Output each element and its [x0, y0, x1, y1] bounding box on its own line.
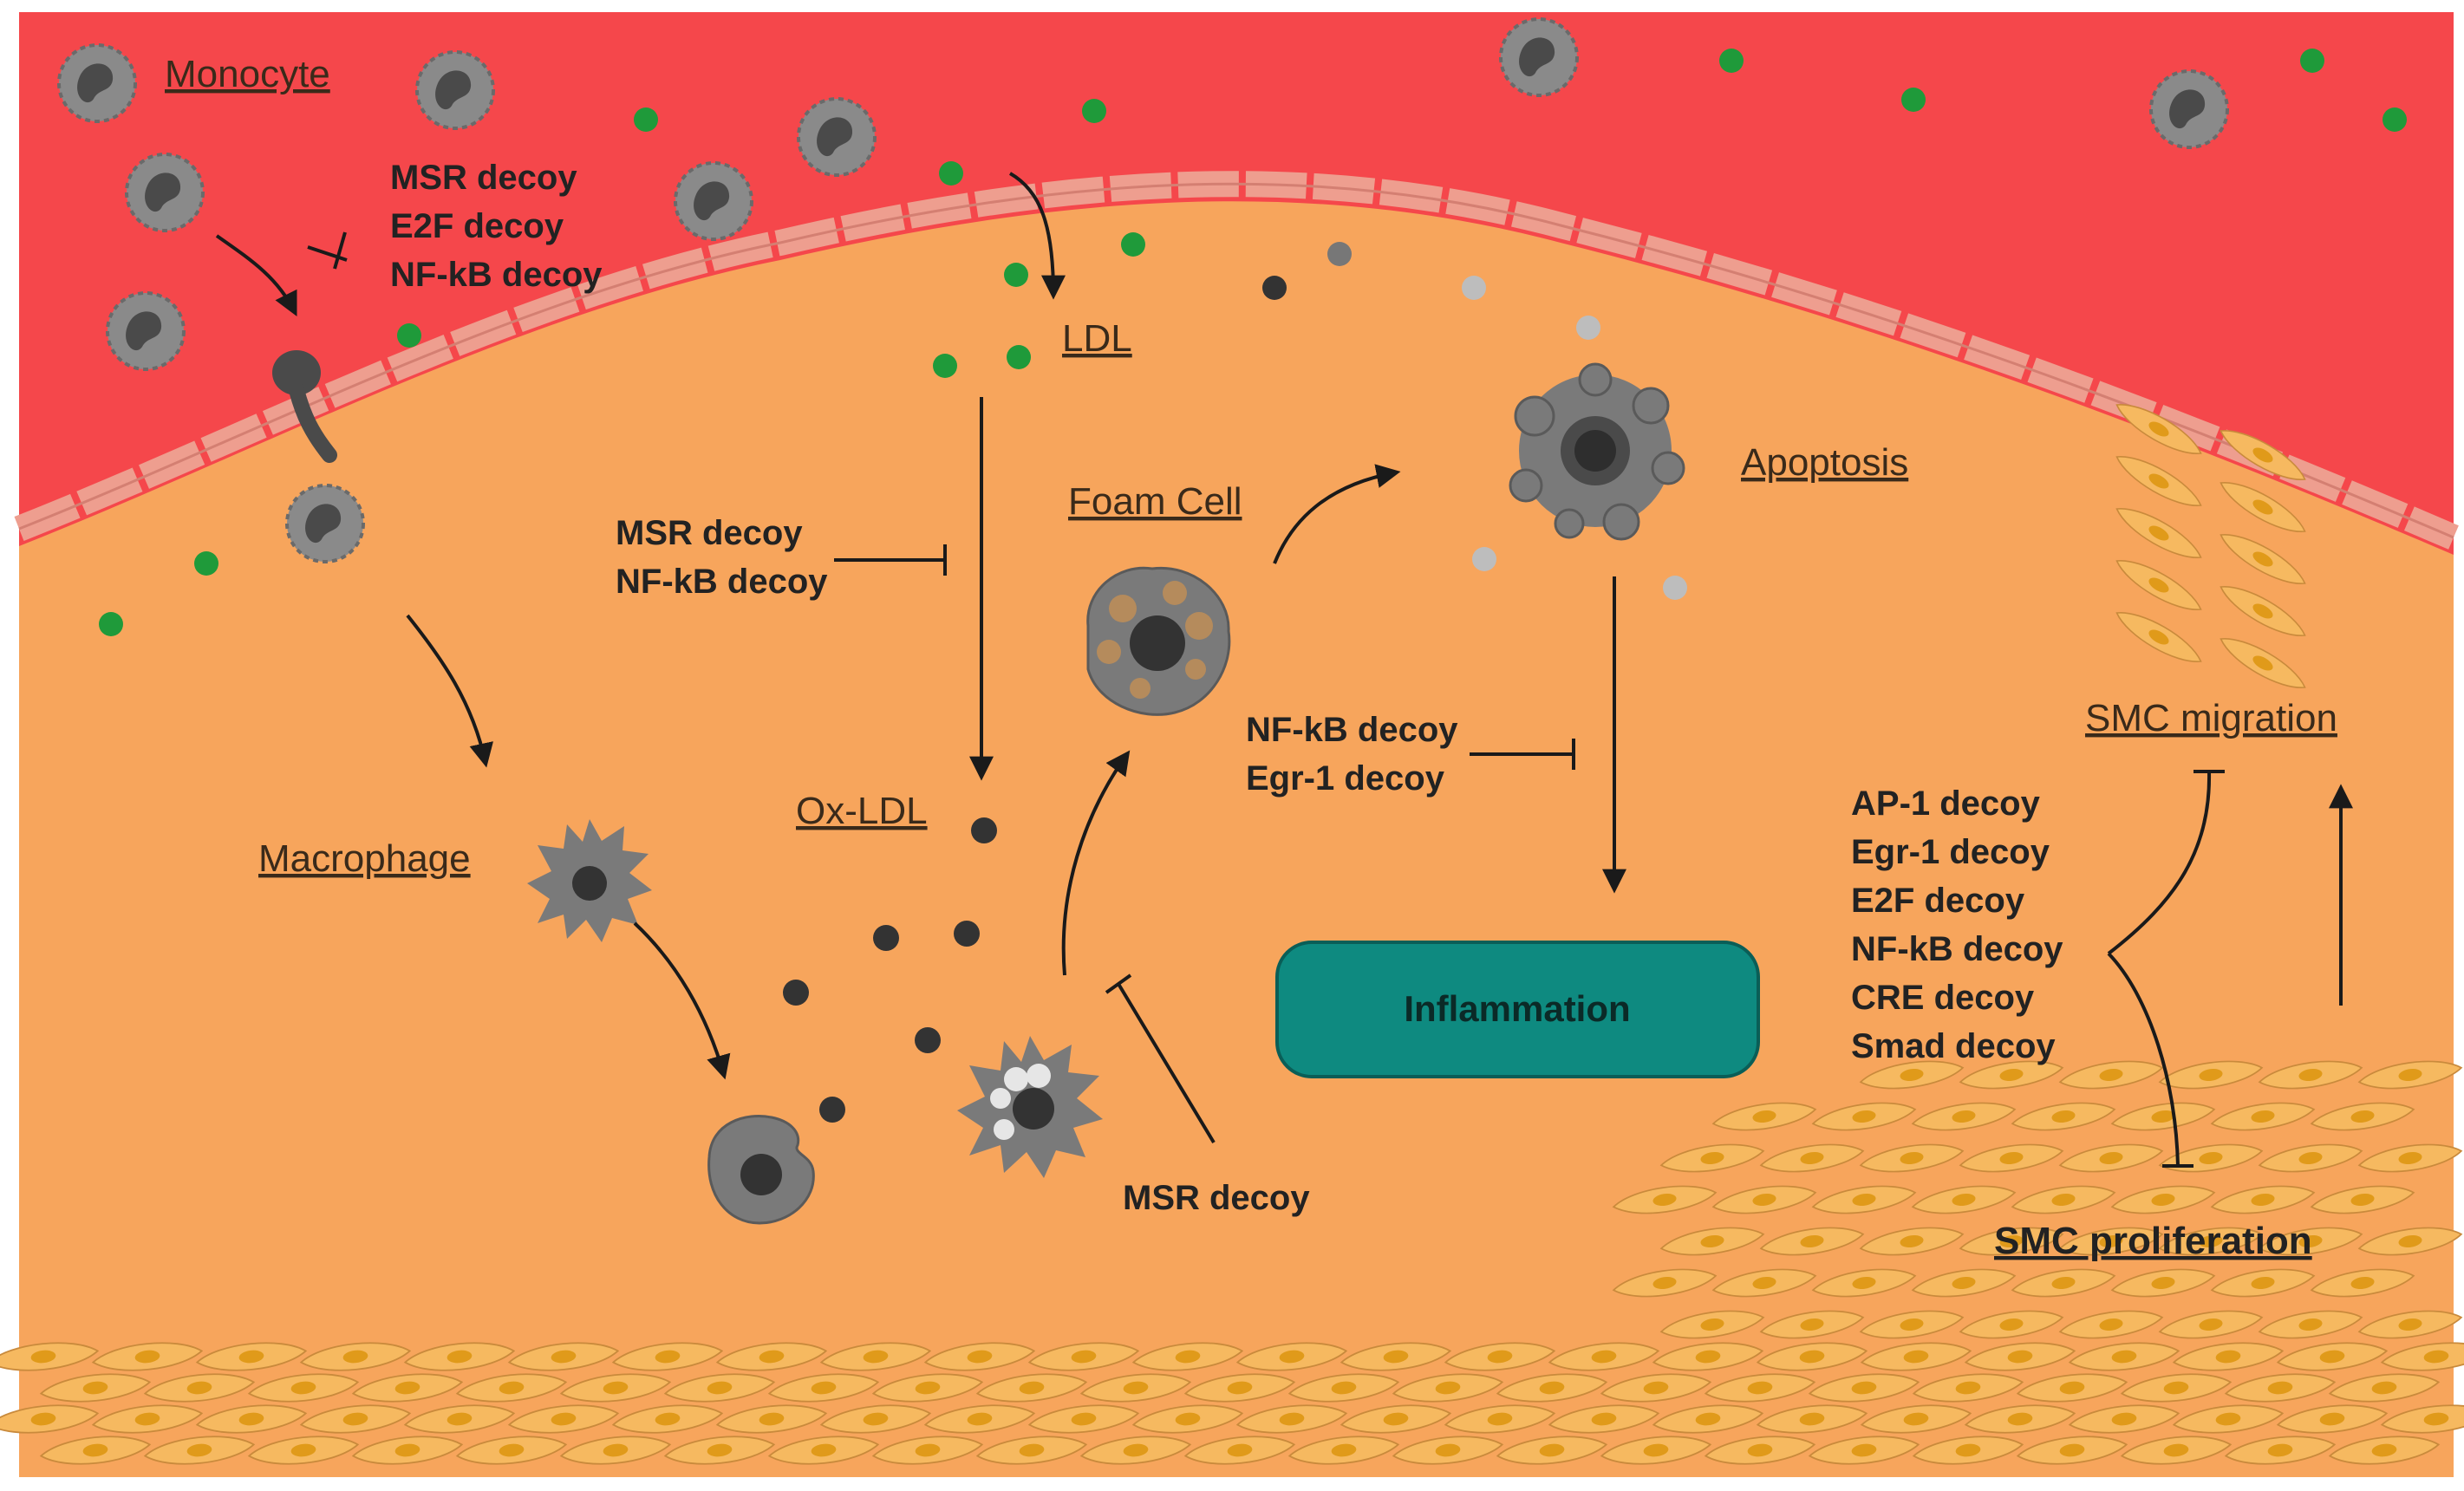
inhibition-lines — [307, 231, 2225, 1168]
monocyte-label: Monocyte — [165, 53, 330, 95]
ox-ldl-label: Ox-LDL — [796, 790, 928, 832]
transmigrating-monocyte-icon — [272, 350, 337, 463]
decoy-label: Egr-1 decoy — [1246, 759, 1445, 798]
ldl-label: LDL — [1062, 317, 1132, 360]
inflammation-box — [1275, 941, 1760, 1078]
decoy-label: NF-kB decoy — [1851, 930, 2063, 968]
macrophage-label: Macrophage — [258, 837, 471, 880]
apoptosis-label: Apoptosis — [1741, 441, 1908, 484]
apoptotic-cell-icon — [1509, 362, 1685, 541]
smc-migration-label: SMC migration — [2085, 697, 2337, 739]
decoy-label: Egr-1 decoy — [1851, 833, 2050, 871]
smc-proliferation-label: SMC proliferation — [1994, 1220, 2312, 1262]
decoy-label: AP-1 decoy — [1851, 785, 2041, 823]
inflammation-decoy-group: NF-kB decoy Egr-1 decoy — [1246, 711, 1458, 798]
foam-decoy-label: MSR decoy — [1123, 1179, 1310, 1217]
decoy-label: MSR decoy — [390, 159, 577, 197]
decoy-label: E2F decoy — [1851, 882, 2025, 920]
decoy-label: MSR decoy — [616, 514, 803, 552]
decoy-label: E2F decoy — [390, 207, 564, 245]
decoy-label: CRE decoy — [1851, 979, 2035, 1017]
decoy-label: NF-kB decoy — [616, 563, 828, 601]
macrophage-icon — [527, 819, 652, 942]
inflammation-label: Inflammation — [1404, 988, 1630, 1029]
ldl-particle-icon — [99, 49, 2407, 636]
decoy-label: Smad decoy — [1851, 1027, 2056, 1065]
foam-cell-label: Foam Cell — [1068, 480, 1242, 523]
ox-ldl-particle-icon — [783, 242, 1687, 1123]
lipid-laden-macrophage-icon — [957, 1036, 1103, 1178]
decoy-label: NF-kB decoy — [1246, 711, 1458, 749]
ldl-decoy-group: MSR decoy NF-kB decoy — [616, 514, 828, 601]
decoy-label: NF-kB decoy — [390, 256, 603, 294]
macrophage-rounded-icon — [707, 1115, 815, 1225]
smc-decoy-group: AP-1 decoy Egr-1 decoy E2F decoy NF-kB d… — [1851, 785, 2063, 1065]
pathway-arrows — [215, 172, 2353, 1080]
monocyte-decoy-group: MSR decoy E2F decoy NF-kB decoy — [390, 159, 603, 294]
foam-cell-icon — [1086, 566, 1231, 716]
